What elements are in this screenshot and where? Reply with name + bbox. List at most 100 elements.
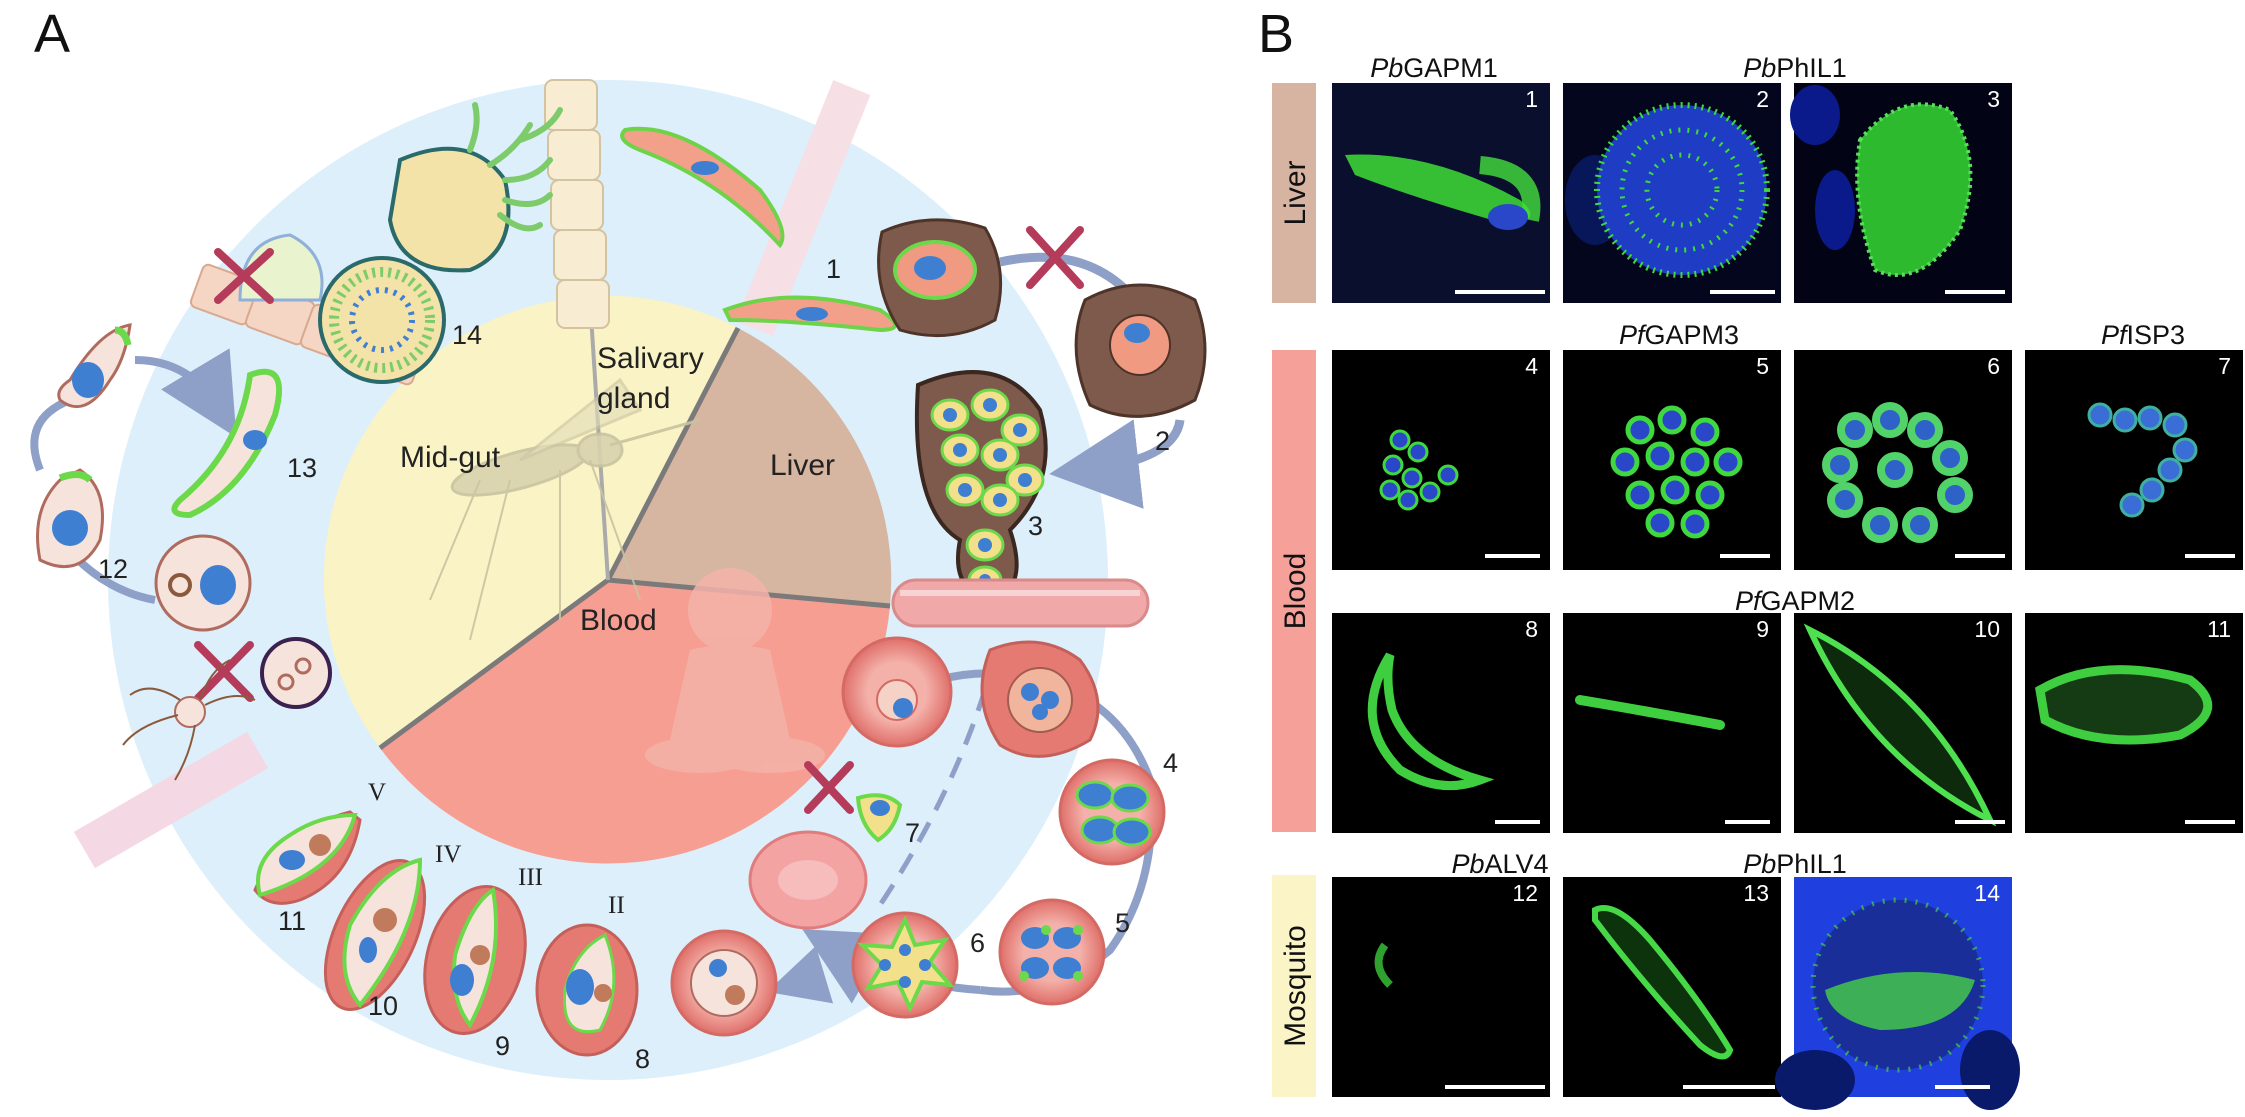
gametocyte-I	[670, 929, 778, 1037]
panel-a-label: A	[34, 4, 70, 64]
stage-number-7: 7	[905, 818, 920, 848]
early-oocyst	[238, 233, 324, 302]
stage-number-6: 6	[970, 928, 985, 958]
micrograph-number-4: 4	[1525, 353, 1538, 379]
gametocyte-II	[535, 923, 639, 1057]
micrograph-number-2: 2	[1756, 86, 1769, 112]
female-gamete	[260, 637, 332, 709]
micrograph-7	[2025, 350, 2243, 570]
vessel-band-bottom	[73, 731, 269, 869]
micrograph-number-7: 7	[2218, 353, 2231, 379]
gametocyte-V	[253, 810, 362, 905]
salivary-gland-cells	[544, 79, 610, 329]
pie-liver	[608, 328, 892, 606]
stage-number-3: 3	[1028, 511, 1043, 541]
label-liver: Liver	[770, 449, 835, 482]
oocyst-bursting	[387, 146, 511, 273]
retort	[36, 468, 104, 569]
micrograph-number-8: 8	[1525, 616, 1538, 642]
ookinete-early	[57, 323, 132, 409]
zygote	[154, 534, 252, 632]
micrograph-4	[1332, 350, 1550, 570]
label-salivary-1: Salivary	[597, 342, 704, 375]
label-salivary-2: gland	[597, 382, 670, 415]
stage-number-14: 14	[452, 320, 482, 350]
gametocyte-stage-V: V	[368, 779, 386, 806]
blood-vessel	[891, 578, 1150, 628]
row-bar-blood	[1272, 350, 1316, 832]
stage-number-5: 5	[1115, 908, 1130, 938]
stage-number-11: 11	[278, 906, 306, 936]
row-bar-mosquito	[1272, 875, 1316, 1097]
micrograph-14	[1775, 877, 2020, 1110]
micrograph-13	[1563, 877, 1781, 1097]
mosquito-silhouette	[429, 377, 701, 641]
micrograph-number-9: 9	[1756, 616, 1769, 642]
stage-number-13: 13	[287, 453, 317, 483]
header-pbphil1-mosquito: PbPhIL1	[1743, 849, 1847, 879]
micrograph-number-11: 11	[2207, 616, 2231, 642]
micrograph-number-14: 14	[1974, 880, 2000, 906]
header-pfgapm3: PfGAPM3	[1619, 320, 1739, 350]
stage-number-9: 9	[495, 1031, 510, 1061]
cross-block-icon	[1026, 226, 1084, 289]
rbc-segmenter-6	[851, 911, 959, 1019]
stage-number-10: 10	[368, 991, 398, 1021]
micrograph-5	[1563, 350, 1781, 570]
gametocyte-stage-III: III	[518, 864, 543, 891]
label-blood: Blood	[580, 604, 657, 637]
micrograph-12	[1332, 877, 1550, 1097]
ookinete-13	[171, 368, 283, 519]
sporozoite-large	[620, 126, 785, 249]
baby-silhouette	[645, 568, 825, 773]
panel-b-label: B	[1258, 4, 1294, 64]
sporozoites-released	[467, 102, 563, 232]
cross-block-icon	[214, 248, 274, 304]
label-midgut: Mid-gut	[400, 441, 501, 474]
micrograph-number-3: 3	[1987, 86, 2000, 112]
gametocyte-III	[423, 884, 527, 1036]
exflagellating-male	[122, 659, 256, 781]
vessel-band-top	[735, 80, 871, 337]
uninfected-rbc	[748, 830, 868, 930]
micrograph-1	[1332, 83, 1550, 303]
cross-block-icon	[804, 761, 854, 814]
micrograph-3	[1790, 83, 2012, 303]
rbc-schizont-4	[1058, 758, 1166, 866]
row-label-blood: Blood	[1279, 553, 1312, 630]
micrograph-number-1: 1	[1525, 86, 1538, 112]
stage-number-1: 1	[826, 254, 841, 284]
micrograph-9	[1563, 613, 1781, 833]
gametocyte-IV	[323, 857, 427, 1011]
rbc-schizont-5	[998, 898, 1106, 1006]
micrograph-11	[2025, 613, 2243, 833]
micrograph-number-12: 12	[1512, 880, 1538, 906]
row-label-liver: Liver	[1279, 160, 1312, 225]
header-pbgapm1: PbGAPM1	[1370, 53, 1498, 83]
rbc-ring-stage	[841, 636, 953, 748]
row-label-mosquito: Mosquito	[1279, 925, 1312, 1047]
header-pbalv4: PbALV4	[1451, 849, 1548, 879]
micrograph-8	[1332, 613, 1550, 833]
micrograph-10	[1794, 613, 2012, 833]
stage-number-8: 8	[635, 1044, 650, 1074]
header-pfisp3: PfISP3	[2101, 320, 2185, 350]
micrograph-number-5: 5	[1756, 353, 1769, 379]
header-pfgapm2: PfGAPM2	[1735, 586, 1855, 616]
mature-oocyst-14	[318, 256, 446, 384]
stage-number-4: 4	[1163, 748, 1178, 778]
stage-number-2: 2	[1155, 426, 1170, 456]
row-bar-liver	[1272, 83, 1316, 303]
stage-number-12: 12	[98, 554, 128, 584]
sexual-commitment-dash	[877, 689, 988, 907]
header-pbphil1-liver: PbPhIL1	[1743, 53, 1847, 83]
micrograph-number-13: 13	[1743, 880, 1769, 906]
gametocyte-stage-IV: IV	[435, 841, 461, 868]
micrograph-number-6: 6	[1987, 353, 2000, 379]
gametocyte-stage-II: II	[608, 892, 625, 919]
rbc-trophozoite	[980, 640, 1100, 758]
micrograph-6	[1794, 350, 2012, 570]
micrograph-number-10: 10	[1974, 616, 2000, 642]
